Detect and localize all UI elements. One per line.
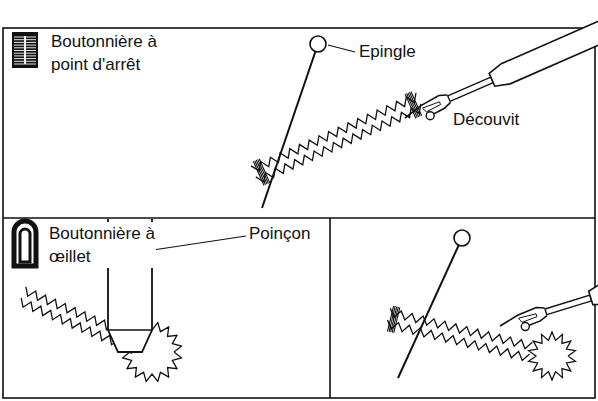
ripper-ball — [426, 112, 434, 120]
pin-head — [454, 230, 470, 246]
bar-tack — [258, 159, 269, 183]
ripper-notch — [519, 314, 537, 323]
stitch-type-label: Boutonnière à point d'arrêt — [50, 30, 177, 76]
pin-head — [310, 36, 326, 52]
eyelet-punch-illustration — [21, 219, 246, 381]
part-label: Découvit — [452, 108, 520, 131]
bar-tack — [394, 307, 400, 333]
ripper-ball — [521, 323, 529, 331]
bartack-icon — [12, 32, 38, 68]
eyelet-cut-illustration — [387, 230, 598, 380]
bar-tack — [259, 159, 270, 183]
part-label: Epingle — [358, 40, 417, 63]
leader-line — [153, 236, 246, 250]
eyelet-icon — [14, 221, 36, 266]
buttonhole-stitch — [251, 93, 416, 171]
stitch-type-label: Boutonnière à œillet — [48, 222, 156, 268]
eyelet-stitch — [529, 332, 576, 380]
ripper-notch — [423, 102, 441, 112]
ripper-handle — [489, 2, 598, 86]
ripper-shaft — [448, 77, 493, 101]
ripper-handle — [589, 270, 598, 305]
part-label: Poinçon — [248, 222, 311, 245]
pin-shaft — [398, 238, 462, 378]
ripper-shaft — [545, 295, 592, 315]
pin-shaft — [262, 44, 318, 208]
buttonhole-stitch — [256, 104, 421, 182]
leader-line — [328, 45, 355, 52]
buttonhole-stitch — [390, 308, 532, 348]
bartack-illustration — [251, 2, 598, 208]
